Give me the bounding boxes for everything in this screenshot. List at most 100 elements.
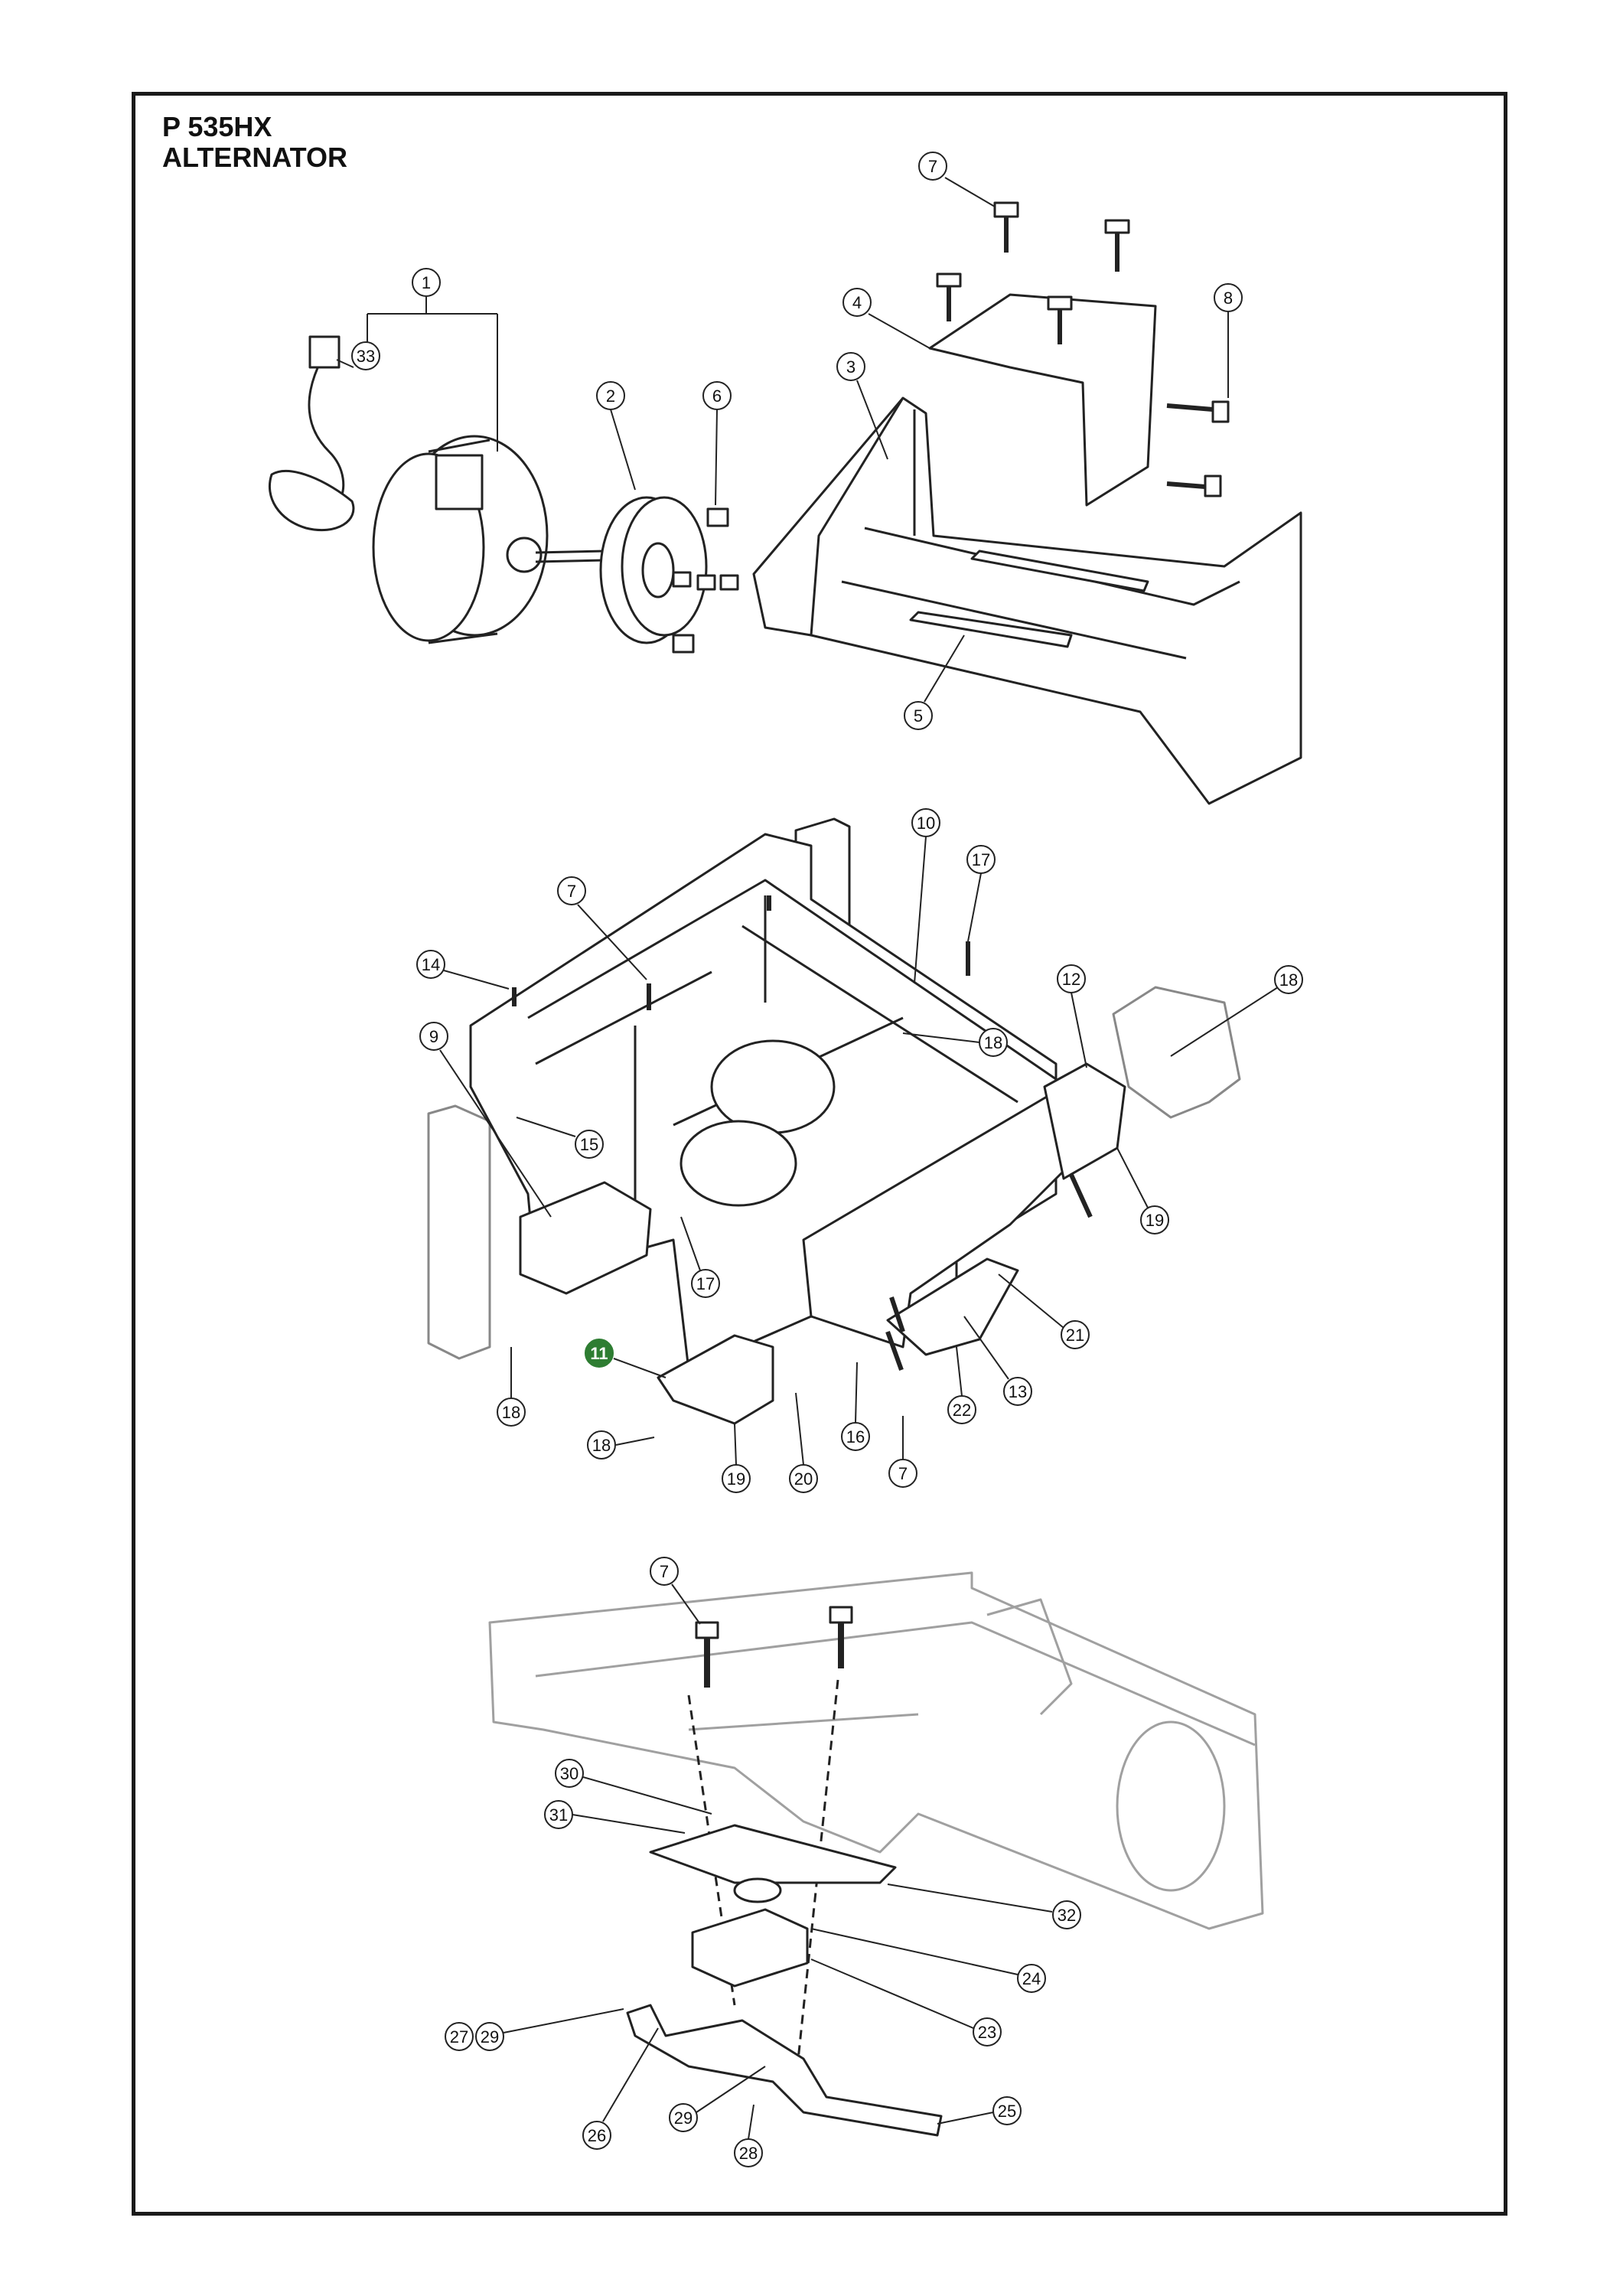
callout-bubble[interactable] <box>1214 283 1243 312</box>
callout-bubble[interactable] <box>582 2121 611 2150</box>
lower-bar <box>909 611 1073 648</box>
callout-bubble[interactable] <box>722 1464 751 1493</box>
callout-bubble[interactable] <box>412 268 441 297</box>
callout-bubble[interactable] <box>966 845 996 874</box>
rubber-damper <box>691 1908 809 1988</box>
callout-bubble[interactable] <box>544 1800 573 1829</box>
callout-bubble[interactable] <box>836 352 865 381</box>
callout-number: 7 <box>567 882 576 901</box>
callout-number: 31 <box>549 1805 568 1825</box>
callout-bubble[interactable] <box>497 1397 526 1427</box>
callout-leader <box>810 1928 1018 1975</box>
callout-number: 22 <box>953 1401 971 1420</box>
callout-bubble[interactable] <box>587 1430 616 1459</box>
alternator-bearing <box>506 536 543 573</box>
callout-number: 26 <box>588 2126 606 2145</box>
callout-leader <box>671 1583 701 1625</box>
callout-number: 21 <box>1066 1326 1084 1345</box>
callout-number: 6 <box>712 386 722 406</box>
callout-bubble[interactable] <box>992 2096 1022 2125</box>
callout-leader <box>967 872 982 942</box>
callout-number: 29 <box>481 2027 499 2047</box>
callout-bubble[interactable] <box>842 288 872 317</box>
bolts-top <box>936 201 1230 497</box>
bottom-assembly <box>488 1571 1264 2137</box>
callout-number: 8 <box>1224 289 1233 308</box>
callout-leader <box>914 836 927 984</box>
callout-number: 19 <box>1146 1211 1164 1230</box>
callout-bubble[interactable] <box>557 876 586 905</box>
callout-leader <box>963 1316 1009 1380</box>
callout-number: 9 <box>429 1027 438 1046</box>
callout-bubble[interactable] <box>419 1022 448 1051</box>
callout-bubble[interactable] <box>911 808 940 837</box>
callout-bubble[interactable] <box>1003 1377 1032 1406</box>
callout-bubble[interactable] <box>1017 1964 1046 1993</box>
callout-bubble[interactable] <box>351 341 380 370</box>
callout-bubble[interactable] <box>596 381 625 410</box>
callout-bubble[interactable] <box>1274 965 1303 994</box>
callout-bubble[interactable] <box>789 1464 818 1493</box>
callout-number: 15 <box>580 1135 598 1154</box>
callout-leader <box>443 970 510 990</box>
callout-bubble[interactable] <box>947 1395 976 1424</box>
callout-leader <box>1170 987 1279 1057</box>
callout-leader <box>810 1958 974 2029</box>
upper-bracket <box>928 293 1157 507</box>
callout-bubble[interactable] <box>416 950 445 979</box>
callout-number: 24 <box>1022 1969 1041 1988</box>
callout-bubble[interactable] <box>555 1759 584 1788</box>
callout-bubble[interactable] <box>575 1130 604 1159</box>
callout-number: 16 <box>846 1427 865 1446</box>
callout-number: 18 <box>984 1033 1002 1052</box>
bolts-middle <box>512 895 1093 1371</box>
callout-bubble[interactable] <box>904 701 933 730</box>
callout-number: 28 <box>739 2144 758 2163</box>
callout-number: 23 <box>978 2023 996 2042</box>
callout-bubble[interactable] <box>475 2022 504 2051</box>
callout-bubble[interactable] <box>841 1422 870 1451</box>
callout-bubble[interactable] <box>979 1028 1008 1057</box>
callout-bubble[interactable] <box>1140 1205 1169 1234</box>
callout-bubble[interactable] <box>702 381 732 410</box>
callout-number: 3 <box>846 357 855 377</box>
callout-leader <box>516 1117 576 1137</box>
callout-leader <box>680 1216 701 1271</box>
callout-leader <box>855 1362 858 1424</box>
callout-bubble[interactable] <box>1057 964 1086 993</box>
callout-leader <box>887 1883 1053 1913</box>
callout-leader <box>572 1814 686 1834</box>
callout-bubble[interactable] <box>888 1459 917 1488</box>
diagram-title: P 535HX ALTERNATOR <box>162 112 347 173</box>
callout-bubble[interactable] <box>445 2022 474 2051</box>
callout-leader <box>696 2066 766 2113</box>
bracket-9 <box>519 1181 652 1295</box>
callout-number: 33 <box>357 347 375 366</box>
callout-highlighted-bubble[interactable] <box>585 1339 614 1368</box>
callout-leader <box>610 409 636 491</box>
top-assembly <box>268 201 1302 805</box>
callout-number: 17 <box>972 850 990 869</box>
callout-bubble[interactable] <box>1052 1900 1081 1929</box>
callout-number: 12 <box>1062 970 1080 989</box>
callout-number: 18 <box>1279 970 1298 990</box>
callout-leader <box>924 634 965 703</box>
callout-bubble[interactable] <box>669 2103 698 2132</box>
callout-bubble[interactable] <box>650 1557 679 1586</box>
callout-bubble[interactable] <box>734 2138 763 2167</box>
callout-leader <box>503 2008 624 2033</box>
upper-bar <box>970 550 1149 592</box>
callout-bubble[interactable] <box>973 2017 1002 2047</box>
callout-leader <box>1071 992 1087 1068</box>
callout-number: 7 <box>660 1562 669 1581</box>
left-post <box>427 1104 491 1360</box>
callout-bubble[interactable] <box>918 152 947 181</box>
callout-leader <box>748 2104 754 2140</box>
callout-bubble[interactable] <box>691 1269 720 1298</box>
callout-leader <box>613 1358 666 1378</box>
alternator-support-frame <box>752 293 1302 805</box>
callout-leader <box>602 2027 659 2122</box>
callout-leader <box>902 1032 980 1043</box>
callout-bubble[interactable] <box>1061 1320 1090 1349</box>
